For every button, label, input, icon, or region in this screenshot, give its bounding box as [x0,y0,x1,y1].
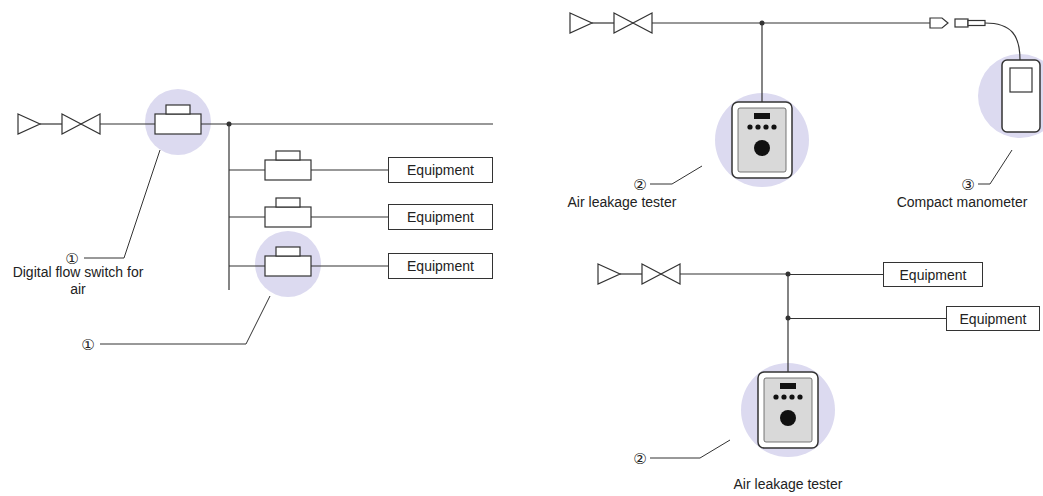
source-valve [570,13,652,33]
equipment-box: Equipment [388,157,493,183]
pipe [680,274,788,372]
junction [227,122,232,127]
equipment-box: Equipment [883,262,983,287]
leakage-tester [758,372,818,448]
highlight [978,54,1043,138]
callout-number: ③ [956,176,980,193]
pipe [652,23,1020,102]
part-name: Air leakage tester [713,476,863,493]
equipment-box: Equipment [388,204,493,230]
flow-switch [265,247,311,276]
leader-line [84,150,270,344]
highlight [715,93,809,187]
callout-number: ① [60,250,84,267]
equipment-box: Equipment [946,306,1040,331]
box-text: Equipment [407,258,474,274]
highlight [145,89,211,155]
highlight [255,231,321,297]
part-name: Air leakage tester [547,194,697,211]
manometer [1002,60,1040,132]
source-valve [18,114,100,134]
leader-line [650,440,730,458]
box-text: Equipment [407,209,474,225]
source-valve [598,264,680,284]
leader-line [650,150,1012,184]
callout-number: ② [628,176,652,193]
callout-number: ① [76,336,100,353]
junction [760,21,765,26]
coupler [930,18,948,28]
plug [955,19,968,27]
plug [968,21,985,26]
pipe [100,124,493,290]
box-text: Equipment [960,311,1027,327]
part-name: Digital flow switch for air [3,264,153,298]
leakage-tester [732,102,792,178]
callout-number: ② [628,450,652,467]
flow-switch [265,151,311,180]
box-text: Equipment [407,162,474,178]
flow-switch [265,198,311,227]
part-name: Compact manometer [887,194,1037,211]
equipment-box: Equipment [388,253,493,279]
box-text: Equipment [900,267,967,283]
flow-switch [155,105,201,134]
highlight [741,363,835,457]
